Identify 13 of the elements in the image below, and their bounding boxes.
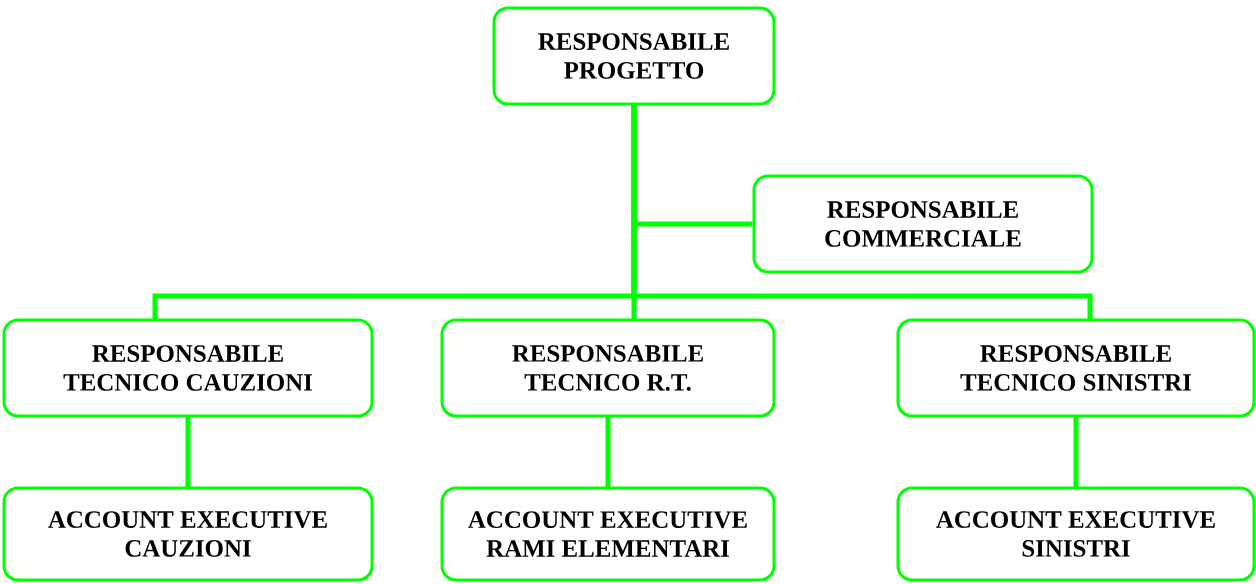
connector-line — [185, 416, 191, 488]
org-box: ACCOUNT EXECUTIVE RAMI ELEMENTARI — [440, 486, 776, 582]
org-box: RESPONSABILE TECNICO CAUZIONI — [2, 318, 374, 418]
org-box: RESPONSABILE TECNICO R.T. — [440, 318, 776, 418]
connector-line — [1073, 416, 1079, 488]
org-box: RESPONSABILE COMMERCIALE — [752, 174, 1094, 274]
connector-line — [631, 105, 1093, 320]
connector-line — [631, 104, 637, 320]
org-box: RESPONSABILE PROGETTO — [492, 6, 776, 106]
org-box: ACCOUNT EXECUTIVE SINISTRI — [896, 486, 1256, 582]
org-box: ACCOUNT EXECUTIVE CAUZIONI — [2, 486, 374, 582]
connector-line — [605, 416, 611, 488]
org-box: RESPONSABILE TECNICO SINISTRI — [896, 318, 1256, 418]
